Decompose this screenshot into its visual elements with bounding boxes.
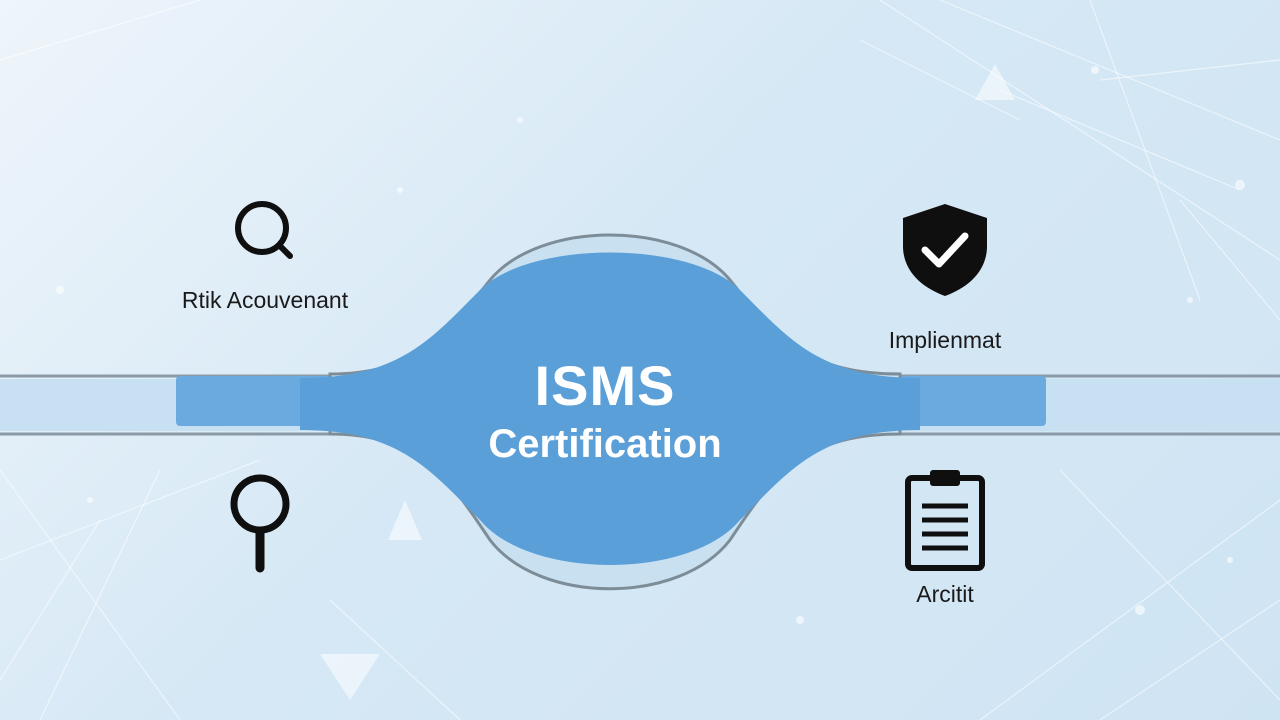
clipboard-icon [905,470,985,571]
magnifier-icon [235,201,293,259]
node-risk-assessment: Rtik Acouvenant [130,196,400,314]
node-audit: Arcitit [880,466,1010,608]
node-implementation-label: Implienmat [888,327,1002,353]
node-review [220,470,300,574]
node-audit-label: Arcitit [916,581,974,607]
hub-subtitle: Certification [488,422,722,466]
node-risk-assessment-label: Rtik Acouvenant [181,287,349,313]
hub-fill [300,252,920,565]
hub-title: ISMS [534,354,676,417]
node-implementation: Implienmat [840,200,1050,354]
magnifier-handle-icon [230,474,290,573]
shield-check-icon [903,204,987,296]
